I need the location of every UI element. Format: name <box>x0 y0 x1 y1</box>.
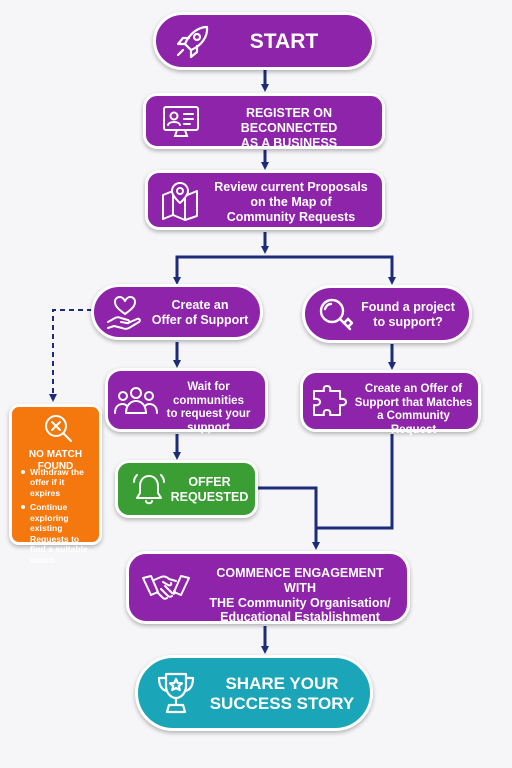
magnifier-icon <box>317 297 353 333</box>
review-label-line3: Community Requests <box>226 209 356 224</box>
offer-requested-label-line2: REQUESTED <box>170 489 249 504</box>
offer-requested-label-line1: OFFER <box>188 475 231 489</box>
wait-label-line3: support <box>187 421 230 434</box>
create-offer-node: Create an Offer of Support <box>91 284 263 340</box>
search-x-icon <box>42 413 74 443</box>
rocket-icon <box>174 24 212 60</box>
create-match-label: Create an Offer of Support that Matches … <box>353 383 474 437</box>
share-label: SHARE YOUR SUCCESS STORY <box>204 674 360 714</box>
create-offer-label-line1: Create an <box>171 298 229 312</box>
handshake-icon <box>141 570 191 608</box>
dashed-no-match-connector <box>49 309 92 402</box>
found-project-label-line2: to support? <box>373 314 443 329</box>
commence-label-line1: COMMENCE ENGAGEMENT WITH <box>216 566 384 595</box>
review-label: Review current Proposals on the Map of C… <box>206 180 376 224</box>
create-offer-label: Create an Offer of Support <box>148 298 252 328</box>
review-label-line2: on the Map of <box>250 194 332 209</box>
people-group-icon <box>114 385 158 417</box>
register-label: REGISTER ON BECONNECTED AS A BUSINESS <box>202 106 376 150</box>
create-match-label-line3: a Community Request <box>377 410 450 436</box>
heart-hand-icon <box>106 294 144 332</box>
offer-requested-node: OFFER REQUESTED <box>115 460 258 518</box>
share-label-line1: SHARE YOUR <box>225 674 339 693</box>
start-label: START <box>249 30 319 53</box>
id-card-monitor-icon <box>161 104 201 140</box>
start-node: START <box>153 12 375 70</box>
no-match-panel: NO MATCH FOUND Withdraw the offer if it … <box>9 404 102 565</box>
commence-node: COMMENCE ENGAGEMENT WITH THE Community O… <box>126 551 410 624</box>
no-match-title: NO MATCH FOUND <box>28 449 83 472</box>
review-label-line1: Review current Proposals <box>214 180 368 194</box>
found-project-label: Found a project to support? <box>357 300 459 330</box>
no-match-item: Continue exploring existing Requests to … <box>21 502 95 565</box>
found-project-node: Found a project to support? <box>302 285 472 343</box>
wait-label: Wait for communities to request your sup… <box>156 381 261 435</box>
map-pin-icon <box>160 181 200 221</box>
no-match-item: Withdraw the offer if it expires <box>21 467 95 498</box>
create-match-label-line2: Support that Matches <box>354 396 473 409</box>
register-label-line2: AS A BUSINESS <box>240 135 338 150</box>
connector-create-commence <box>316 434 394 530</box>
register-label-line1: REGISTER ON BECONNECTED <box>240 106 338 135</box>
bell-icon <box>130 472 168 508</box>
create-match-label-line1: Create an Offer of <box>364 383 463 395</box>
commence-label-line3: Educational Establishment <box>220 610 380 625</box>
review-node: Review current Proposals on the Map of C… <box>145 170 385 230</box>
wait-node: Wait for communities to request your sup… <box>105 368 268 435</box>
share-node: SHARE YOUR SUCCESS STORY <box>135 655 373 731</box>
connector-requested-commence <box>258 486 320 550</box>
wait-label-line2: to request your <box>166 408 251 421</box>
commence-label: COMMENCE ENGAGEMENT WITH THE Community O… <box>199 566 401 625</box>
split-connector <box>175 255 394 278</box>
puzzle-icon <box>311 385 351 421</box>
create-match-node: Create an Offer of Support that Matches … <box>300 370 481 436</box>
offer-requested-label: OFFER REQUESTED <box>170 475 249 505</box>
wait-label-line1: Wait for communities <box>173 381 244 407</box>
commence-label-line2: THE Community Organisation/ <box>209 595 391 610</box>
found-project-label-line1: Found a project <box>361 300 455 314</box>
share-label-line2: SUCCESS STORY <box>209 694 355 714</box>
create-offer-label-line2: Offer of Support <box>151 312 249 327</box>
register-node: REGISTER ON BECONNECTED AS A BUSINESS <box>143 93 385 150</box>
trophy-icon <box>154 670 198 718</box>
